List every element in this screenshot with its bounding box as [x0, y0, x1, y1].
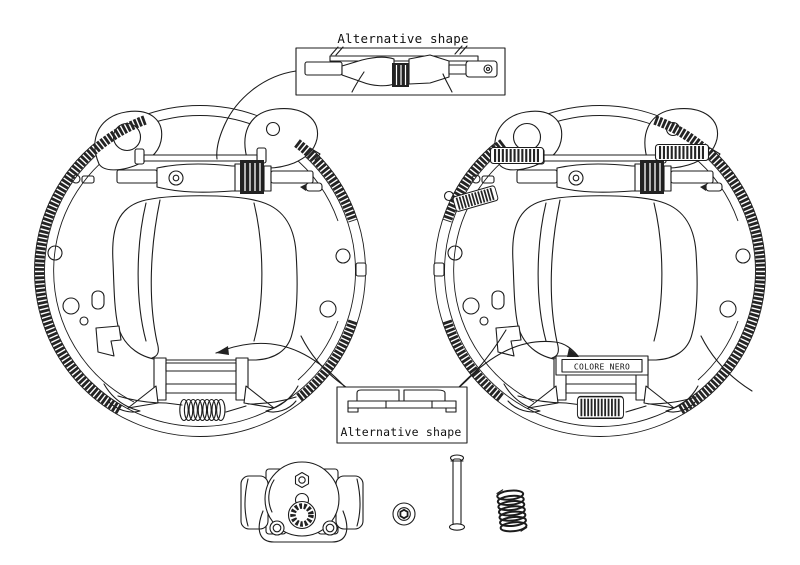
adjuster-nut: [392, 502, 416, 526]
top-callout: Alternative shape: [216, 31, 506, 160]
upper-return-spring-right: [656, 145, 709, 161]
right-brake-shoe-assembly: COLORE NERO: [433, 104, 767, 438]
upper-return-spring-left: [491, 148, 544, 164]
colore-nero-text: COLORE NERO: [574, 363, 630, 372]
leader-arrow-right: [567, 348, 579, 357]
rim-tab: [433, 262, 445, 277]
right-lower-return-spring: [577, 397, 623, 419]
bottom-callout: Alternative shape: [215, 340, 579, 444]
wheel-cylinder: [240, 461, 364, 543]
bottom-callout-label: Alternative shape: [340, 425, 461, 439]
bleeder-screw: [294, 471, 310, 489]
colore-nero-label: COLORE NERO: [555, 355, 649, 376]
alternative-shoe-profile-drawing: [347, 389, 457, 413]
left-brake-shoe-assembly: [33, 104, 367, 438]
leader-line-top: [216, 70, 297, 160]
left-lower-return-spring: [179, 398, 226, 422]
alternative-adjuster-drawing: [304, 45, 498, 93]
leader-arrow-left: [216, 346, 229, 355]
leader-line-bottom-left: [215, 342, 346, 388]
leader-line-bottom-right: [458, 340, 579, 388]
left-lining-hatched: [34, 115, 358, 415]
top-callout-label: Alternative shape: [337, 31, 468, 46]
hold-down-coil-spring: [496, 489, 528, 533]
hold-down-spring-angled: [443, 185, 499, 212]
rim-tab: [355, 262, 367, 277]
hold-down-pin: [448, 454, 466, 531]
